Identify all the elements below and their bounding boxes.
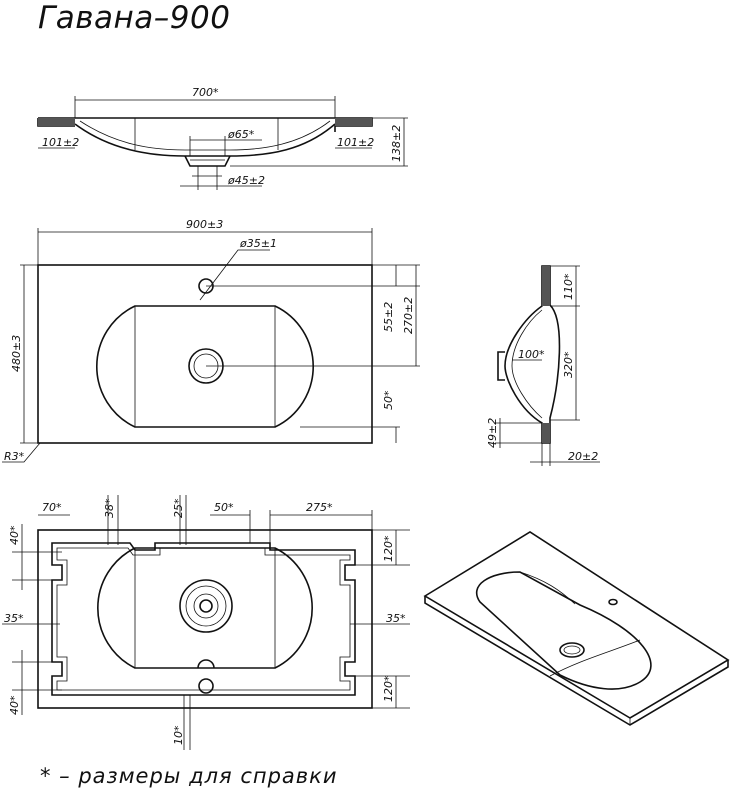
slab-hatch — [38, 118, 75, 126]
dim-section-width: 700* — [192, 86, 219, 99]
dim-corner-radius: R3* — [4, 450, 25, 463]
drain-detail — [190, 159, 225, 177]
dim-left-top: 40* — [8, 525, 21, 545]
leader — [2, 442, 41, 463]
iso-tap-hole — [608, 598, 618, 606]
dim-hole-offset: 55±2 — [382, 302, 395, 332]
dim-section-height: 138±2 — [390, 125, 403, 162]
dim-bowl-depth: 270±2 — [402, 297, 415, 334]
dim-front-offset: 50* — [382, 390, 395, 410]
dim-drain-top: ø65* — [227, 128, 255, 141]
dim-bottom-gap: 10* — [172, 725, 185, 745]
iso-drain — [559, 642, 585, 658]
page-title: Гавана–900 — [38, 0, 231, 36]
dim-rib-mid: 25* — [172, 498, 185, 518]
slab-hatch — [335, 118, 372, 126]
dim-right-rim: 101±2 — [337, 136, 374, 149]
dim-right-part: 275* — [306, 501, 333, 514]
drain-circle — [185, 585, 227, 627]
drain-circle — [193, 593, 219, 619]
iso-bowl-line — [519, 571, 641, 677]
section-bowl-inner — [79, 120, 331, 151]
dim-rib-left: 38* — [103, 498, 116, 518]
bottom-view: 70* 38* 25* 50* 275* 40* 35* 40* 120* 35… — [2, 495, 410, 750]
side-outline — [504, 265, 561, 444]
overflow — [197, 659, 215, 669]
dim-left-bottom: 40* — [8, 695, 21, 715]
isometric-view — [423, 531, 730, 726]
iso-bowl — [475, 571, 652, 690]
dim-side-bowl: 100* — [518, 348, 545, 361]
top-view: 900±3 ø35±1 480±3 55±2 270±2 50* R3* — [2, 218, 420, 463]
side-hatch — [542, 266, 550, 306]
bottom-outline — [37, 529, 373, 709]
top-bowl — [96, 305, 314, 428]
dim-right-mid: 35* — [386, 612, 406, 625]
iso-top — [423, 531, 730, 719]
dim-right-top: 120* — [382, 535, 395, 562]
side-bowl-inner — [511, 309, 543, 419]
dim-side-edge: 20±2 — [568, 450, 598, 463]
dim-gap: 50* — [214, 501, 234, 514]
leader — [199, 249, 270, 301]
section-outline-right — [38, 117, 373, 132]
iso-drain-inner — [563, 645, 581, 655]
side-view: 110* 320* 100* 49±2 20±2 — [486, 265, 600, 466]
dim-right-bottom: 120* — [382, 675, 395, 702]
tap-hole-bottom — [198, 678, 214, 694]
footnote: * – размеры для справки — [40, 764, 338, 788]
side-drain — [497, 351, 505, 381]
section-view: 700* 101±2 101±2 ø65* ø45±2 138±2 — [37, 86, 408, 190]
dim-tap-hole: ø35±1 — [239, 237, 277, 250]
dim-top-height: 480±3 — [10, 335, 23, 372]
dim-left-mid: 35* — [4, 612, 24, 625]
dim-left-rim: 101±2 — [42, 136, 79, 149]
drain-center — [199, 599, 213, 613]
top-outline — [37, 264, 373, 444]
dim-side-top: 110* — [562, 273, 575, 300]
dim-side-middle: 320* — [562, 351, 575, 378]
side-hatch — [542, 423, 550, 443]
dim-top-width: 900±3 — [186, 218, 223, 231]
iso-edge — [424, 596, 729, 726]
bottom-bowl — [97, 547, 313, 669]
drain-circle — [179, 579, 233, 633]
dim-left-margin: 70* — [42, 501, 62, 514]
dim-side-bottom: 49±2 — [486, 418, 499, 448]
drain-section — [184, 155, 231, 167]
section-bowl — [74, 123, 336, 157]
dim-drain-bottom: ø45±2 — [227, 174, 265, 187]
bottom-rib — [51, 542, 356, 696]
